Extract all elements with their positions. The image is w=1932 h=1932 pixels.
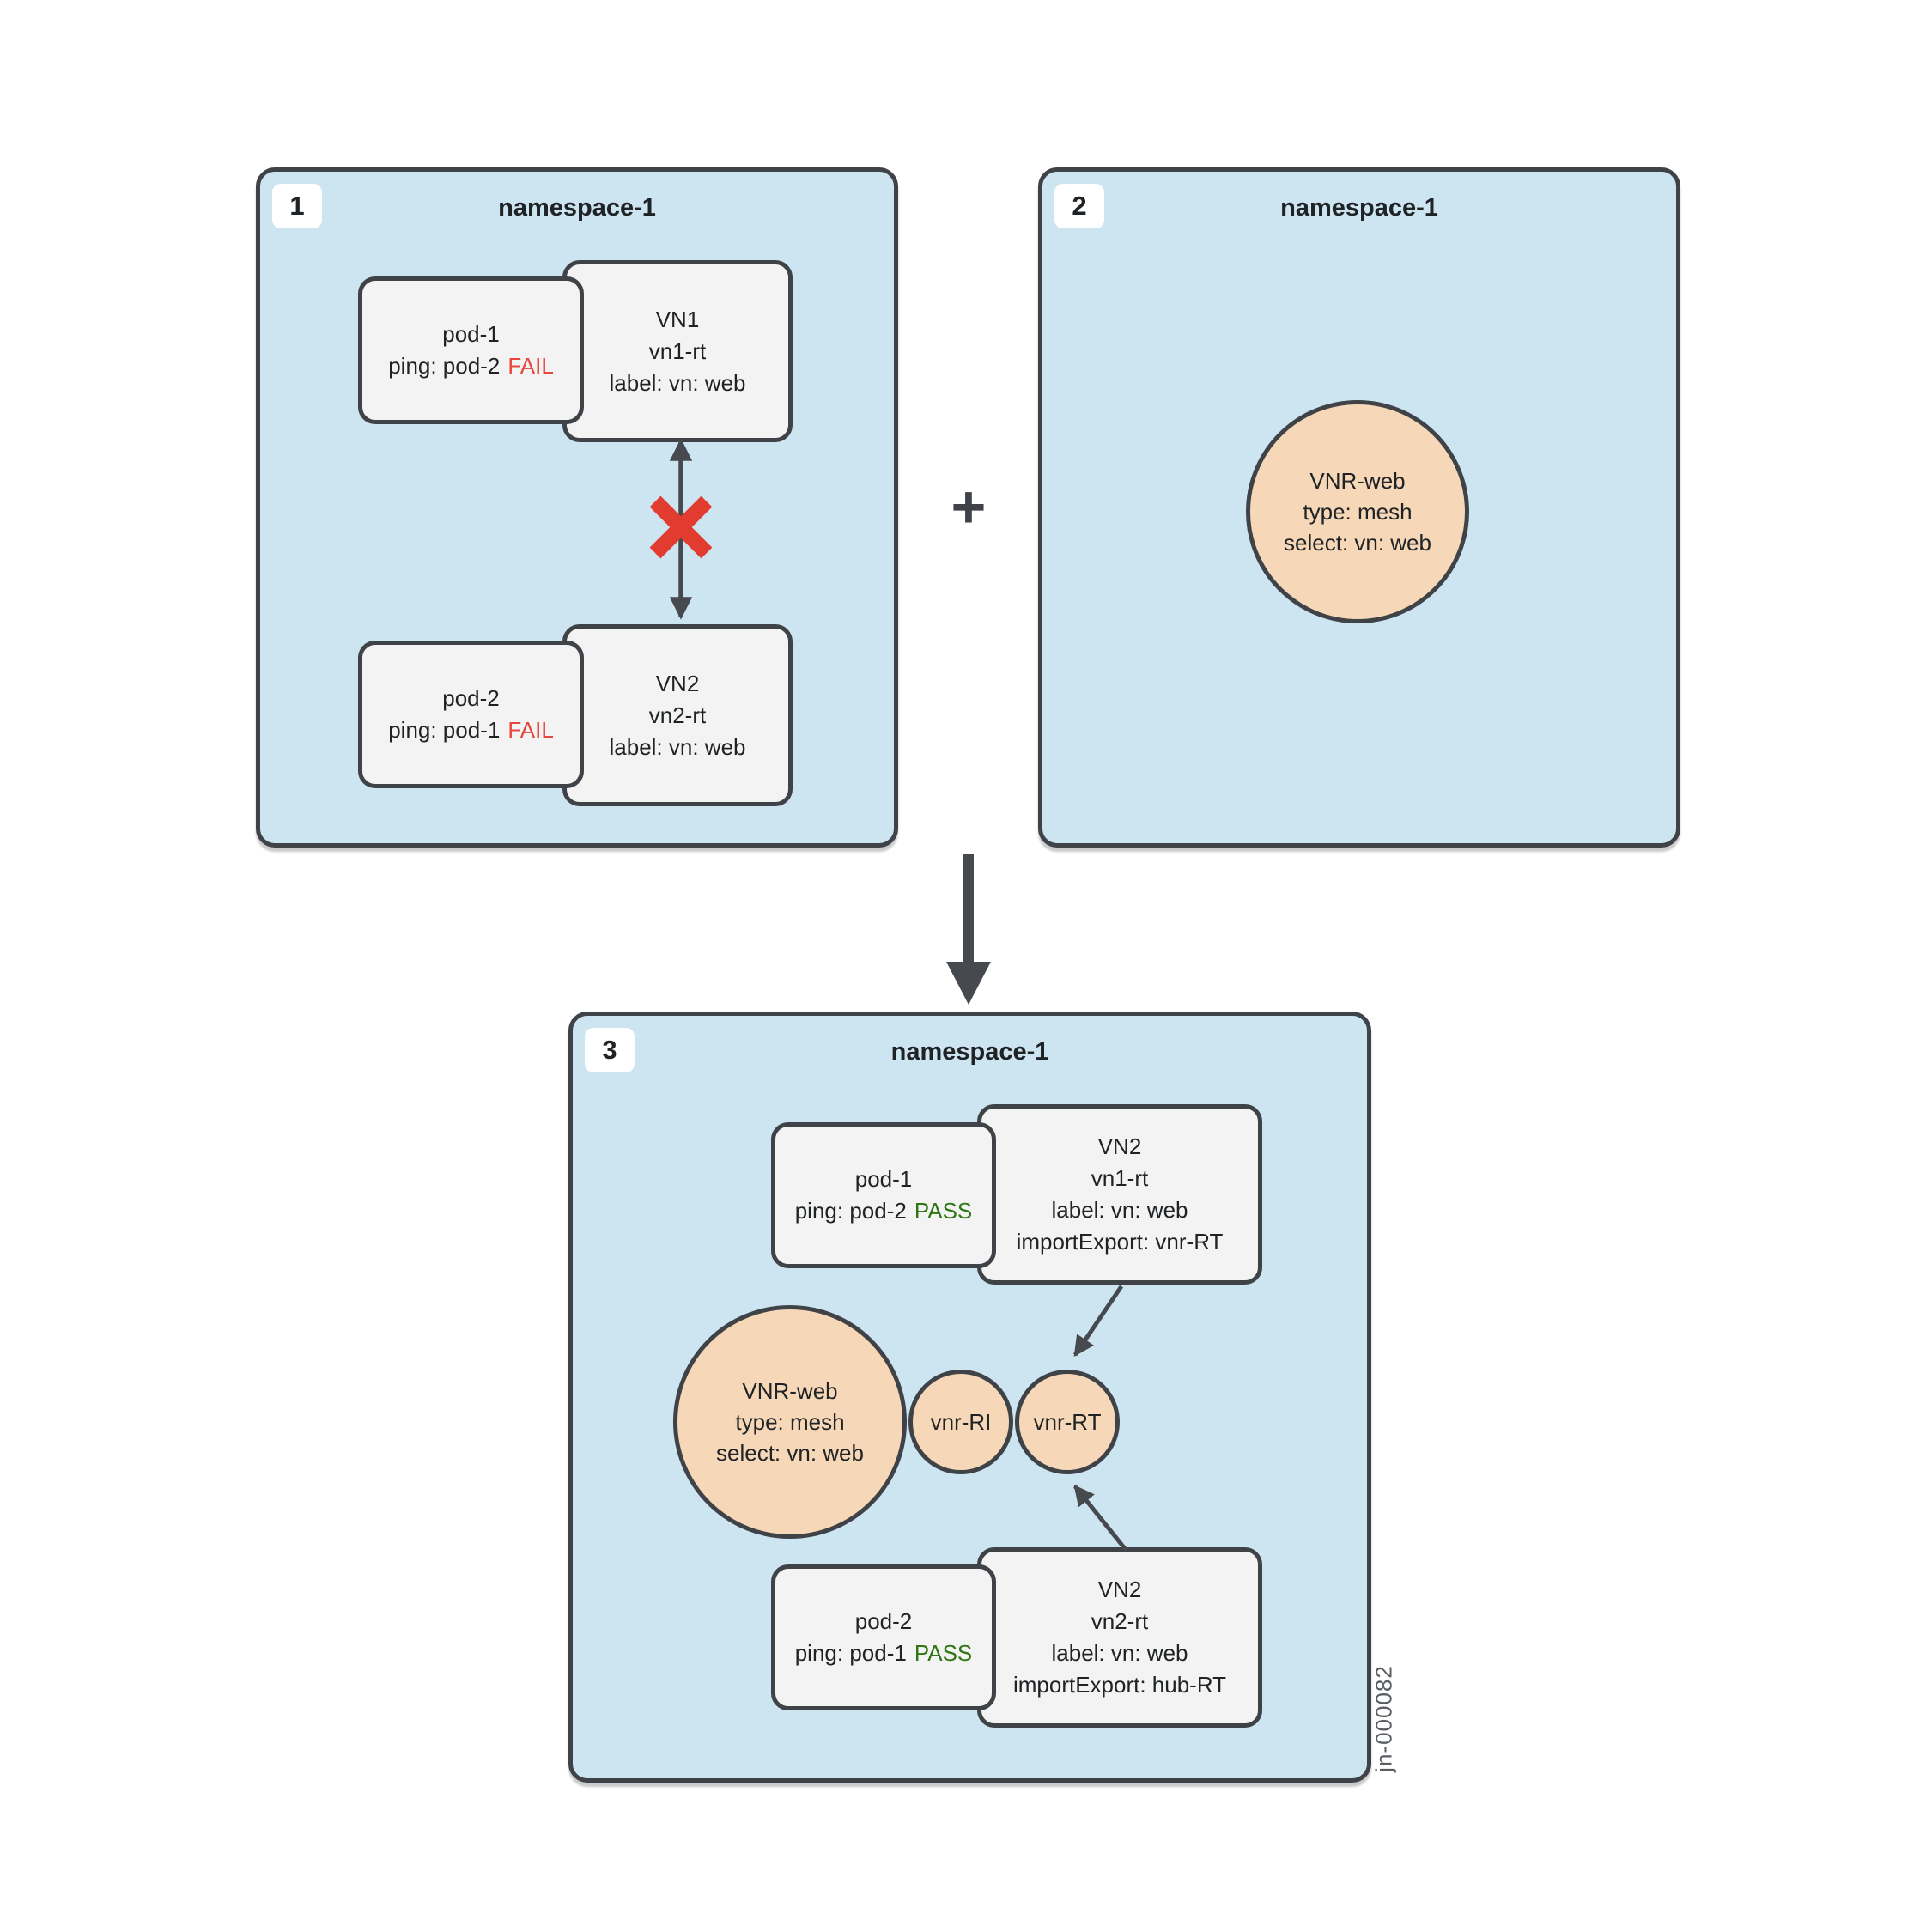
pod-name: pod-2 xyxy=(854,1608,913,1634)
panel-title: namespace-1 xyxy=(890,1038,1049,1066)
pod2-node: pod-2 ping: pod-1 PASS xyxy=(771,1564,996,1710)
vnr-rt-circle: vnr-RT xyxy=(1015,1370,1120,1474)
pod-name: pod-1 xyxy=(442,321,500,347)
vn-name: VN2 xyxy=(655,670,700,696)
vn-route-target: vn2-rt xyxy=(648,702,707,728)
pod-name: pod-1 xyxy=(854,1166,913,1192)
vn-top-node: VN2 vn1-rt label: vn: web importExport: … xyxy=(977,1104,1262,1285)
pod-ping-line: ping: pod-2 PASS xyxy=(795,1195,973,1227)
vnr-name: VNR-web xyxy=(1309,468,1406,494)
vn-route-target: vn1-rt xyxy=(648,337,707,364)
vn-label: label: vn: web xyxy=(609,369,746,396)
vnr-ri-circle: vnr-RI xyxy=(908,1370,1013,1474)
vnr-name: VNR-web xyxy=(742,1378,838,1404)
vnr-web-circle: VNR-web type: mesh select: vn: web xyxy=(1246,400,1469,623)
vnr-selector: select: vn: web xyxy=(716,1440,864,1466)
vnr-type: type: mesh xyxy=(1303,499,1413,525)
step-number: 2 xyxy=(1072,191,1087,221)
vn-label: label: vn: web xyxy=(1051,1197,1188,1223)
plus-operator: + xyxy=(951,473,987,540)
step-number-badge: 3 xyxy=(585,1028,635,1072)
vn-bottom-node: VN2 vn2-rt label: vn: web importExport: … xyxy=(977,1547,1262,1728)
vn-route-target: vn2-rt xyxy=(1091,1608,1149,1634)
vn-name: VN2 xyxy=(1097,1577,1142,1602)
ping-target: ping: pod-2 xyxy=(794,1198,907,1224)
panel-title: namespace-1 xyxy=(498,194,656,222)
vn-name: VN2 xyxy=(1097,1133,1142,1159)
step-number-badge: 2 xyxy=(1054,184,1104,228)
vnr-selector: select: vn: web xyxy=(1284,530,1431,556)
ping-status: PASS xyxy=(914,1198,973,1224)
pod-name: pod-2 xyxy=(442,685,500,711)
ping-status: FAIL xyxy=(507,353,554,379)
ping-status: PASS xyxy=(914,1640,973,1666)
figure-id-watermark: jn-000082 xyxy=(1370,1665,1397,1772)
vn-label: label: vn: web xyxy=(609,733,746,760)
vnr-rt-label: vnr-RT xyxy=(1033,1409,1102,1435)
vnr-type: type: mesh xyxy=(735,1409,845,1435)
step-number-badge: 1 xyxy=(272,184,322,228)
vnr-web-circle: VNR-web type: mesh select: vn: web xyxy=(673,1305,907,1539)
vn-import-export: importExport: hub-RT xyxy=(1012,1672,1227,1698)
vn-route-target: vn1-rt xyxy=(1091,1165,1149,1191)
ping-status: FAIL xyxy=(507,717,554,743)
panel-title: namespace-1 xyxy=(1280,194,1438,222)
vn2-node: VN2 vn2-rt label: vn: web xyxy=(562,624,793,806)
ping-target: ping: pod-1 xyxy=(794,1640,907,1666)
vn-label: label: vn: web xyxy=(1051,1640,1188,1666)
transform-arrow-icon xyxy=(946,854,991,1005)
pod1-node: pod-1 ping: pod-2 PASS xyxy=(771,1122,996,1268)
ping-target: ping: pod-1 xyxy=(388,717,501,743)
step-number: 1 xyxy=(289,191,305,221)
vn1-node: VN1 vn1-rt label: vn: web xyxy=(562,260,793,442)
step-number: 3 xyxy=(602,1035,617,1065)
vn-import-export: importExport: vnr-RT xyxy=(1016,1229,1224,1255)
ping-target: ping: pod-2 xyxy=(388,353,501,379)
pod-ping-line: ping: pod-1 PASS xyxy=(795,1637,973,1669)
vn-name: VN1 xyxy=(655,306,700,332)
vnr-ri-label: vnr-RI xyxy=(930,1409,992,1435)
